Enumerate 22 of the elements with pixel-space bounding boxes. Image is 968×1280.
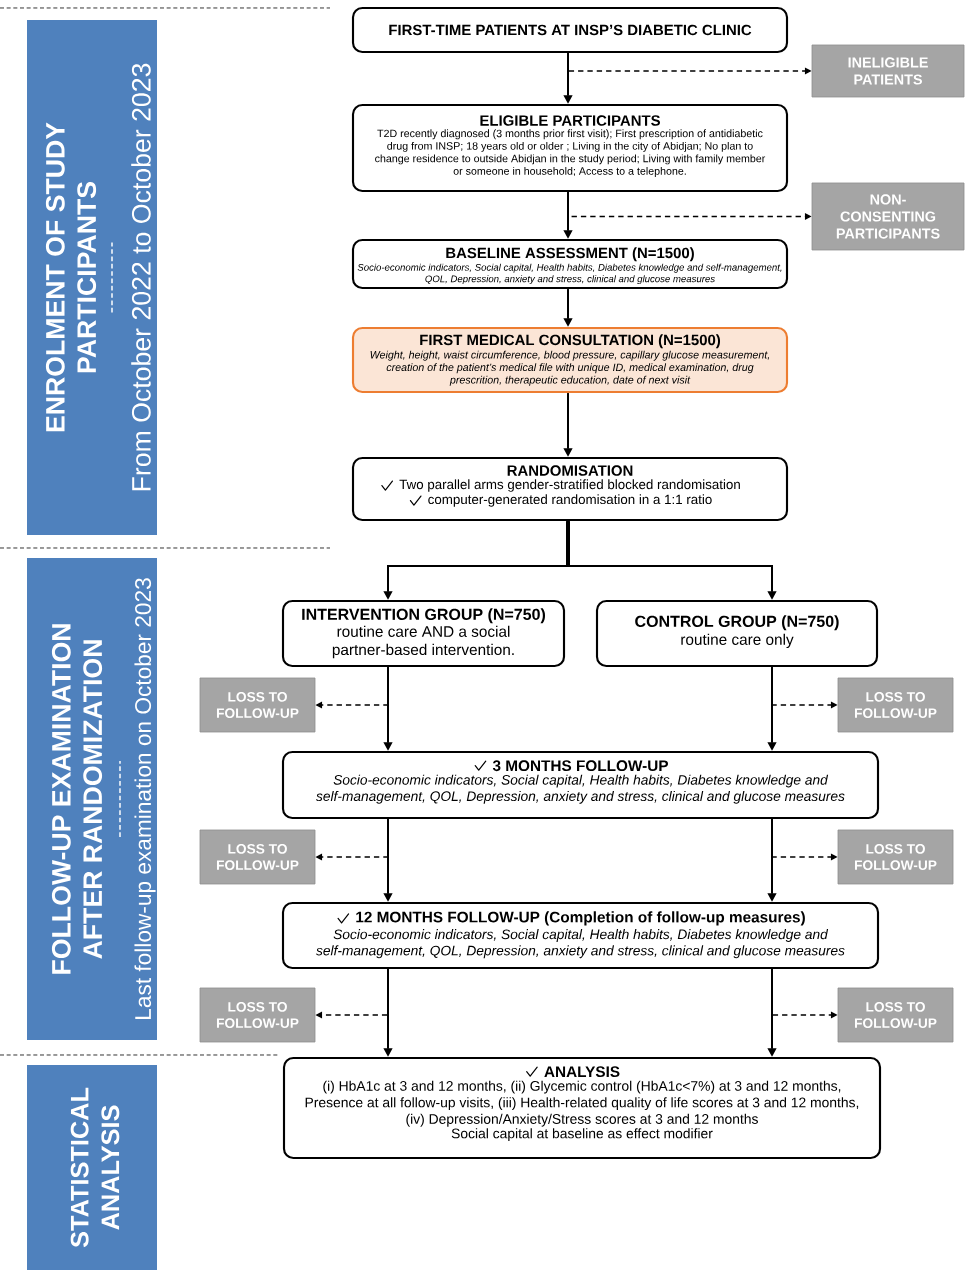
exclusion-box: LOSS TO FOLLOW-UP xyxy=(199,987,316,1043)
exclusion-box: NON-CONSENTING PARTICIPANTS xyxy=(811,182,965,251)
process-box: BASELINE ASSESSMENT (N=1500) Socio-economic indicators, Social capital, Health habits, Diabetes knowledge and self-management, QOL, Depression, anxiety and stress, clinical and glucose measures xyxy=(351,238,789,290)
process-box: FIRST-TIME PATIENTS AT INSP’S DIABETIC CLINIC xyxy=(351,6,789,54)
process-box: CONTROL GROUP (N=750) routine care only xyxy=(595,599,879,668)
exclusion-box: INELIGIBLE PATIENTS xyxy=(811,44,965,98)
connector-trunk xyxy=(566,521,570,566)
phase-band: FOLLOW-UP EXAMINATION AFTER RANDOMIZATION Last follow-up examination on October 2023 xyxy=(27,558,157,1040)
process-box: INTERVENTION GROUP (N=750) routine care AND a social partner-based intervention. xyxy=(281,599,566,668)
process-box: ANALYSIS (i) HbA1c at 3 and 12 months, (ii) Glycemic control (HbA1c<7%) at 3 and 12 months, Presence at all follow-up visits, (iii) Health-related quality of life scores at 3 and 12 months, (iv) Depression/Anxiety/Stress scores at 3 and 12 months Social capital at baseline as effect modifier xyxy=(282,1056,882,1160)
exclusion-box: LOSS TO FOLLOW-UP xyxy=(199,829,316,885)
exclusion-box: LOSS TO FOLLOW-UP xyxy=(199,677,316,733)
exclusion-box: LOSS TO FOLLOW-UP xyxy=(837,987,954,1043)
process-box: RANDOMISATION Two parallel arms gender-stratified blocked randomisation computer-generated randomisation in a 1:1 ratio xyxy=(351,456,789,522)
phase-band: ENROLMENT OF STUDY PARTICIPANTS From October 2022 to October 2023 xyxy=(27,20,157,535)
process-box: ELIGIBLE PARTICIPANTS T2D recently diagnosed (3 months prior first visit); First prescription of antidiabetic drug from INSP; 18 years old or older ; Living in the city of Abidjan; No plan to change residence to outside Abidjan in the study period; Living with family member or someone in household; Access to a telephone. xyxy=(351,103,789,193)
process-box: 12 MONTHS FOLLOW-UP (Completion of follow-up measures) Socio-economic indicators, Social capital, Health habits, Diabetes knowledge and self-management, QOL, Depression, anxiety and stress, clinical and glucose measures xyxy=(281,901,880,970)
process-box: 3 MONTHS FOLLOW-UP Socio-economic indicators, Social capital, Health habits, Diabetes knowledge and self-management, QOL, Depression, anxiety and stress, clinical and glucose measures xyxy=(281,750,880,820)
exclusion-box: LOSS TO FOLLOW-UP xyxy=(837,829,954,885)
phase-band: STATISTICAL ANALYSIS xyxy=(27,1065,157,1270)
highlighted-box: FIRST MEDICAL CONSULTATION (N=1500) Weight, height, waist circumference, blood pressure, capillary glucose measurement, creation of the patient’s medical file with unique ID, medical examination, drug prescrition, therapeutic education, date of next visit xyxy=(351,326,789,394)
exclusion-box: LOSS TO FOLLOW-UP xyxy=(837,677,954,733)
